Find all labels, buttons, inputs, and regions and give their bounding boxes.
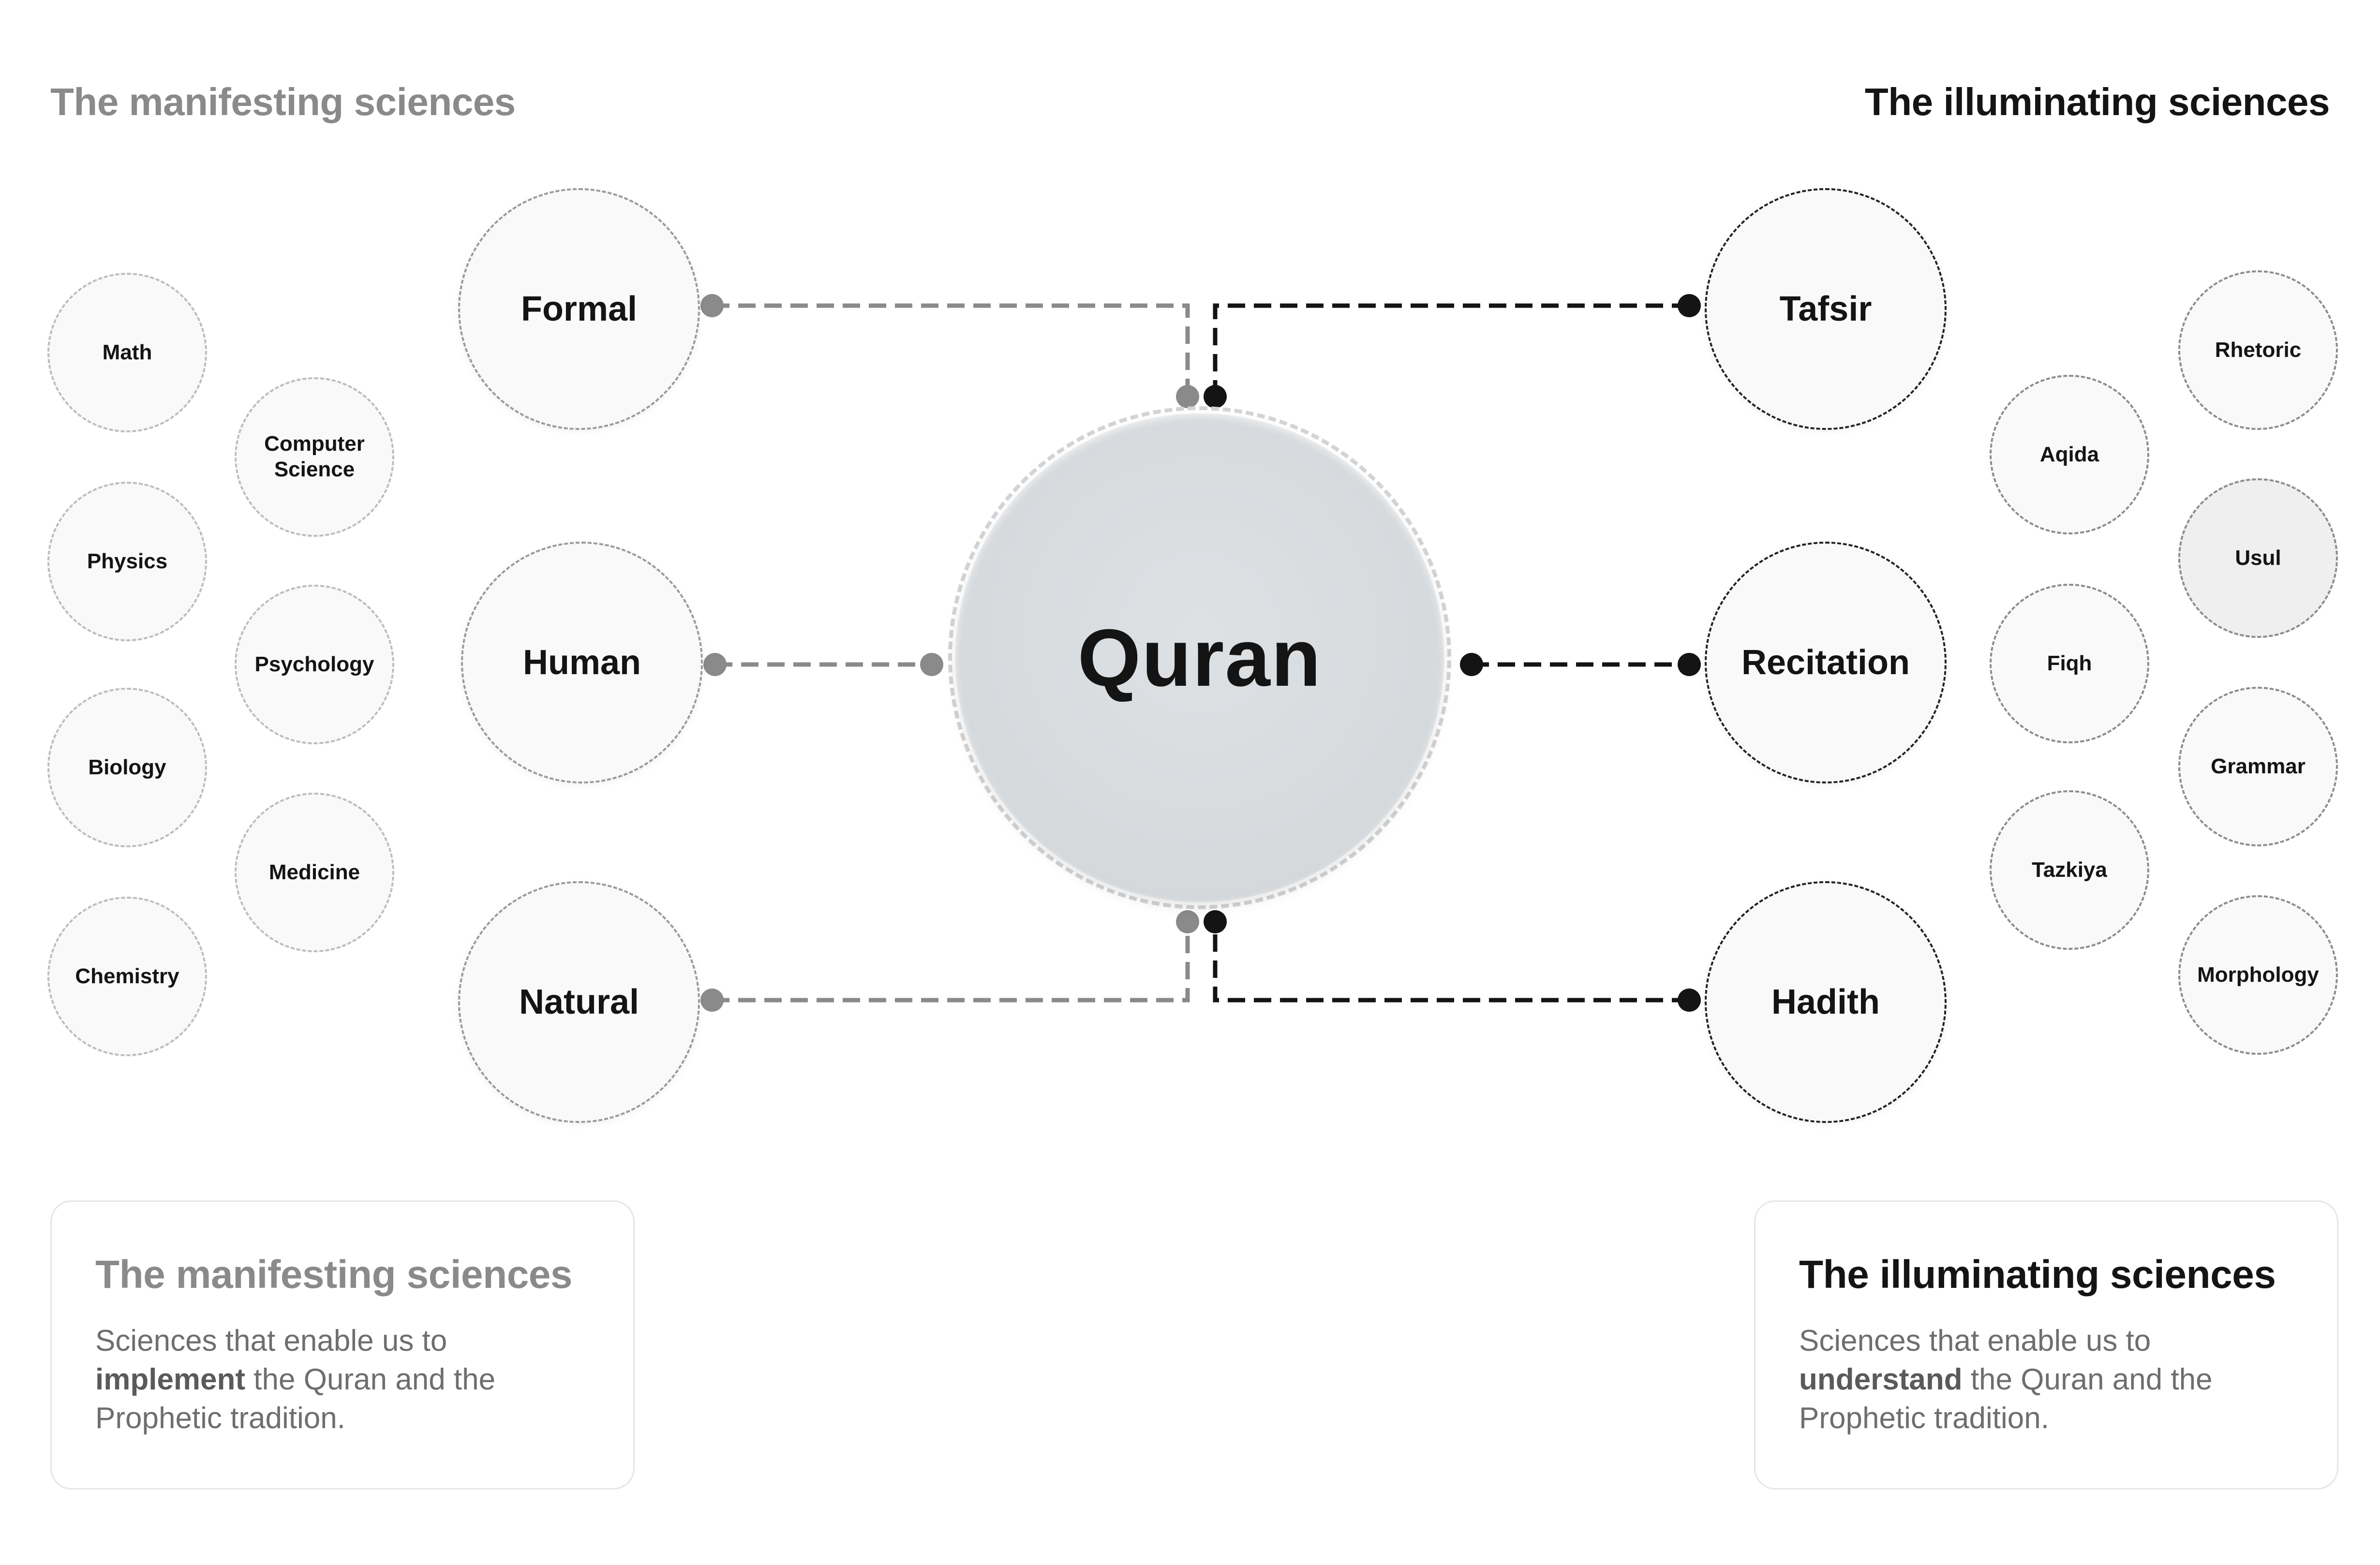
- dot-formal-start-icon: [700, 294, 724, 317]
- subject-label: Psychology: [254, 652, 374, 676]
- card-title: The manifesting sciences: [95, 1253, 573, 1297]
- dot-recitation-end-icon: [1678, 653, 1701, 676]
- card-description: Sciences that enable us to implement the…: [95, 1322, 590, 1438]
- subject-aqida[interactable]: Aqida: [1990, 375, 2149, 534]
- card-text-before: Sciences that enable us to: [95, 1324, 447, 1358]
- subject-tazkiya[interactable]: Tazkiya: [1990, 790, 2149, 950]
- dot-natural-end-icon: [1176, 910, 1199, 933]
- subject-label: Medicine: [268, 860, 360, 884]
- subject-label: Rhetoric: [2215, 338, 2302, 362]
- card-text-after: the Quran and the Prophetic tradition.: [95, 1363, 496, 1435]
- connector-hadith: [1213, 922, 1689, 1003]
- subject-fiqh[interactable]: Fiqh: [1990, 584, 2149, 743]
- illuminating-card: The illuminating sciences Sciences that …: [1754, 1200, 2338, 1490]
- quran-node[interactable]: Quran: [955, 413, 1444, 902]
- category-natural[interactable]: Natural: [458, 881, 700, 1123]
- subject-computer-science[interactable]: Computer Science: [235, 377, 394, 537]
- connector-natural: [712, 922, 1190, 1003]
- subject-psychology[interactable]: Psychology: [235, 585, 394, 744]
- subject-label: Biology: [88, 755, 166, 779]
- category-formal[interactable]: Formal: [458, 188, 700, 430]
- subject-medicine[interactable]: Medicine: [235, 793, 394, 952]
- subject-label: Usul: [2235, 546, 2281, 570]
- subject-morphology[interactable]: Morphology: [2178, 895, 2338, 1055]
- subject-grammar[interactable]: Grammar: [2178, 687, 2338, 846]
- category-recitation[interactable]: Recitation: [1705, 542, 1947, 783]
- card-emphasis: implement: [95, 1363, 246, 1396]
- subject-label: Grammar: [2211, 754, 2306, 778]
- card-text-before: Sciences that enable us to: [1799, 1324, 2151, 1358]
- category-label: Recitation: [1741, 643, 1910, 682]
- manifesting-heading: The manifesting sciences: [50, 80, 516, 123]
- dot-hadith-end-icon: [1204, 910, 1227, 933]
- dot-natural-start-icon: [700, 989, 724, 1012]
- card-description: Sciences that enable us to understand th…: [1799, 1322, 2293, 1438]
- dot-tafsir-end-icon: [1204, 385, 1227, 408]
- subject-label: Chemistry: [75, 964, 179, 988]
- subject-label: Physics: [87, 549, 168, 573]
- subject-label: Computer Science: [264, 432, 365, 481]
- subject-chemistry[interactable]: Chemistry: [47, 897, 207, 1056]
- subject-label: Tazkiya: [2032, 857, 2107, 882]
- dot-formal-end-icon: [1176, 385, 1199, 408]
- connector-tafsir: [1213, 303, 1689, 397]
- category-label: Human: [522, 643, 641, 682]
- quran-ring: [948, 406, 1451, 909]
- quran-label: Quran: [1077, 612, 1322, 703]
- subject-label: Math: [102, 340, 152, 364]
- subject-biology[interactable]: Biology: [47, 688, 207, 847]
- category-label: Formal: [521, 290, 638, 328]
- connector-formal: [712, 303, 1190, 397]
- subject-rhetoric[interactable]: Rhetoric: [2178, 270, 2338, 430]
- dot-recitation-start-icon: [1460, 653, 1483, 676]
- dot-hadith-start-icon: [1678, 989, 1701, 1012]
- dot-human-start-icon: [703, 653, 727, 676]
- subject-math[interactable]: Math: [47, 273, 207, 432]
- category-label: Hadith: [1771, 983, 1880, 1021]
- subject-physics[interactable]: Physics: [47, 482, 207, 641]
- category-human[interactable]: Human: [461, 542, 703, 783]
- subject-usul[interactable]: Usul: [2178, 478, 2338, 638]
- illuminating-heading: The illuminating sciences: [1864, 80, 2330, 123]
- subject-label: Fiqh: [2047, 651, 2092, 675]
- subject-label: Aqida: [2039, 442, 2099, 466]
- category-label: Tafsir: [1779, 290, 1872, 328]
- category-label: Natural: [519, 983, 640, 1021]
- category-tafsir[interactable]: Tafsir: [1705, 188, 1947, 430]
- card-title: The illuminating sciences: [1799, 1253, 2276, 1297]
- card-emphasis: understand: [1799, 1363, 1963, 1396]
- manifesting-card: The manifesting sciences Sciences that e…: [50, 1200, 635, 1490]
- dot-human-end-icon: [920, 653, 943, 676]
- category-hadith[interactable]: Hadith: [1705, 881, 1947, 1123]
- card-text-after: the Quran and the Prophetic tradition.: [1799, 1363, 2213, 1435]
- dot-tafsir-start-icon: [1678, 294, 1701, 317]
- subject-label: Morphology: [2197, 962, 2319, 987]
